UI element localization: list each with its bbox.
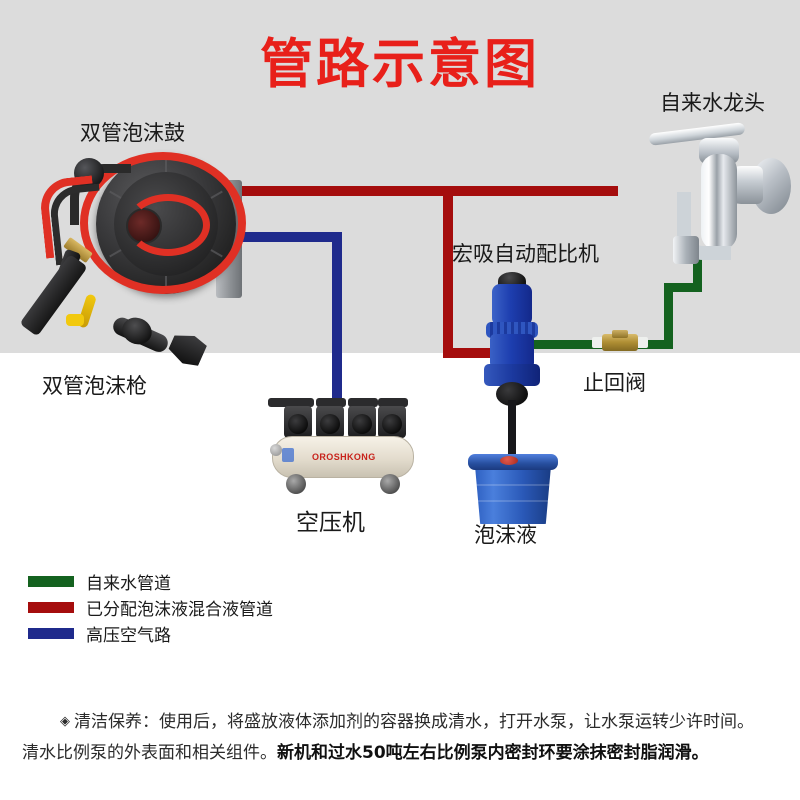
pipe-water-vertical-lower bbox=[664, 283, 673, 349]
foam-liquid-bucket[interactable] bbox=[466, 448, 562, 524]
air-compressor[interactable]: OROSHKONG bbox=[268, 392, 416, 502]
compressor-tank bbox=[272, 436, 414, 478]
faucet-outlet bbox=[673, 236, 699, 264]
hose-reel-assembly[interactable] bbox=[18, 146, 246, 364]
maintenance-note-line1-text: 清洁保养：使用后，将盛放液体添加剂的容器换成清水，打开水泵，让水泵运转少许时间。 bbox=[74, 712, 754, 732]
compressor-drain-valve[interactable] bbox=[270, 444, 282, 456]
reel-red-hose-inner bbox=[126, 194, 210, 256]
legend-item-air: 高压空气路 bbox=[28, 620, 273, 646]
compressor-head-cap bbox=[378, 398, 408, 407]
compressor-motor-head bbox=[316, 406, 344, 438]
legend-swatch-air bbox=[28, 627, 74, 639]
label-compressor: 空压机 bbox=[296, 510, 365, 536]
label-proportioner: 宏吸自动配比机 bbox=[452, 242, 599, 266]
bullet-icon: ◈ bbox=[60, 714, 70, 729]
label-check-valve: 止回阀 bbox=[583, 371, 646, 395]
reel-guide-ball bbox=[74, 158, 104, 188]
foam-gun-safety[interactable] bbox=[66, 314, 84, 326]
pipe-air-vertical bbox=[332, 232, 342, 400]
proportioner-base bbox=[484, 364, 540, 386]
proportioner-suction-tube bbox=[508, 400, 516, 458]
label-foam-liquid: 泡沫液 bbox=[474, 523, 537, 547]
check-valve-body bbox=[602, 334, 638, 351]
check-valve-bonnet bbox=[612, 330, 628, 338]
check-valve-outlet-nipple bbox=[636, 337, 648, 348]
label-hose-reel: 双管泡沫鼓 bbox=[80, 121, 185, 145]
compressor-head-cap bbox=[284, 398, 314, 407]
foam-gun-nozzle bbox=[165, 328, 208, 369]
legend-item-foam-mix: 已分配泡沫液混合液管道 bbox=[28, 594, 273, 620]
legend-label-foam-mix: 已分配泡沫液混合液管道 bbox=[86, 599, 273, 620]
legend-label-water: 自来水管道 bbox=[86, 573, 171, 594]
compressor-wheel bbox=[380, 474, 400, 494]
bucket-fill-cap[interactable] bbox=[500, 456, 518, 465]
pipe-foam-mix-to-proportioner bbox=[443, 348, 503, 358]
maintenance-note-line1: ◈ 清洁保养：使用后，将盛放液体添加剂的容器换成清水，打开水泵，让水泵运转少许时间… bbox=[22, 706, 782, 738]
proportioner-upper-housing bbox=[492, 284, 532, 326]
pipe-foam-mix-horizontal-top bbox=[218, 186, 618, 196]
label-faucet: 自来水龙头 bbox=[660, 91, 765, 115]
water-faucet[interactable] bbox=[648, 122, 795, 268]
maintenance-note: ◈ 清洁保养：使用后，将盛放液体添加剂的容器换成清水，打开水泵，让水泵运转少许时间… bbox=[22, 706, 782, 769]
check-valve[interactable] bbox=[592, 330, 648, 356]
bucket-body bbox=[474, 460, 552, 524]
maintenance-note-line2-normal: 清水比例泵的外表面和相关组件。 bbox=[22, 743, 277, 763]
compressor-head-cap bbox=[316, 398, 346, 407]
legend-swatch-foam-mix bbox=[28, 601, 74, 613]
pipe-water-vertical-upper bbox=[693, 250, 702, 292]
compressor-motor-head bbox=[378, 406, 406, 438]
compressor-head-cap bbox=[268, 398, 298, 407]
label-foam-gun: 双管泡沫枪 bbox=[42, 374, 147, 398]
maintenance-note-line2: 清水比例泵的外表面和相关组件。新机和过水50吨左右比例泵内密封环要涂抹密封脂润滑… bbox=[22, 738, 782, 769]
bucket-rib bbox=[476, 484, 550, 486]
compressor-wheel bbox=[286, 474, 306, 494]
compressor-motor-head bbox=[284, 406, 312, 438]
page-title: 管路示意图 bbox=[260, 34, 540, 95]
legend-item-water: 自来水管道 bbox=[28, 568, 273, 594]
compressor-head-cap bbox=[348, 398, 378, 407]
compressor-badge bbox=[282, 448, 294, 462]
check-valve-inlet-nipple bbox=[592, 337, 604, 348]
automatic-proportioner[interactable] bbox=[470, 272, 556, 458]
legend-label-air: 高压空气路 bbox=[86, 625, 171, 646]
compressor-brand-text: OROSHKONG bbox=[312, 452, 376, 462]
proportioner-mid-housing bbox=[490, 334, 534, 368]
compressor-motor-head bbox=[348, 406, 376, 438]
maintenance-note-line2-bold: 新机和过水50吨左右比例泵内密封环要涂抹密封脂润滑。 bbox=[277, 743, 709, 763]
legend-swatch-water bbox=[28, 575, 74, 587]
bucket-rib bbox=[476, 500, 550, 502]
legend: 自来水管道 已分配泡沫液混合液管道 高压空气路 bbox=[28, 568, 273, 646]
pipe-water-step-horizontal bbox=[664, 283, 702, 292]
pipe-air-horizontal bbox=[222, 232, 342, 242]
pipe-foam-mix-vertical bbox=[443, 186, 453, 358]
